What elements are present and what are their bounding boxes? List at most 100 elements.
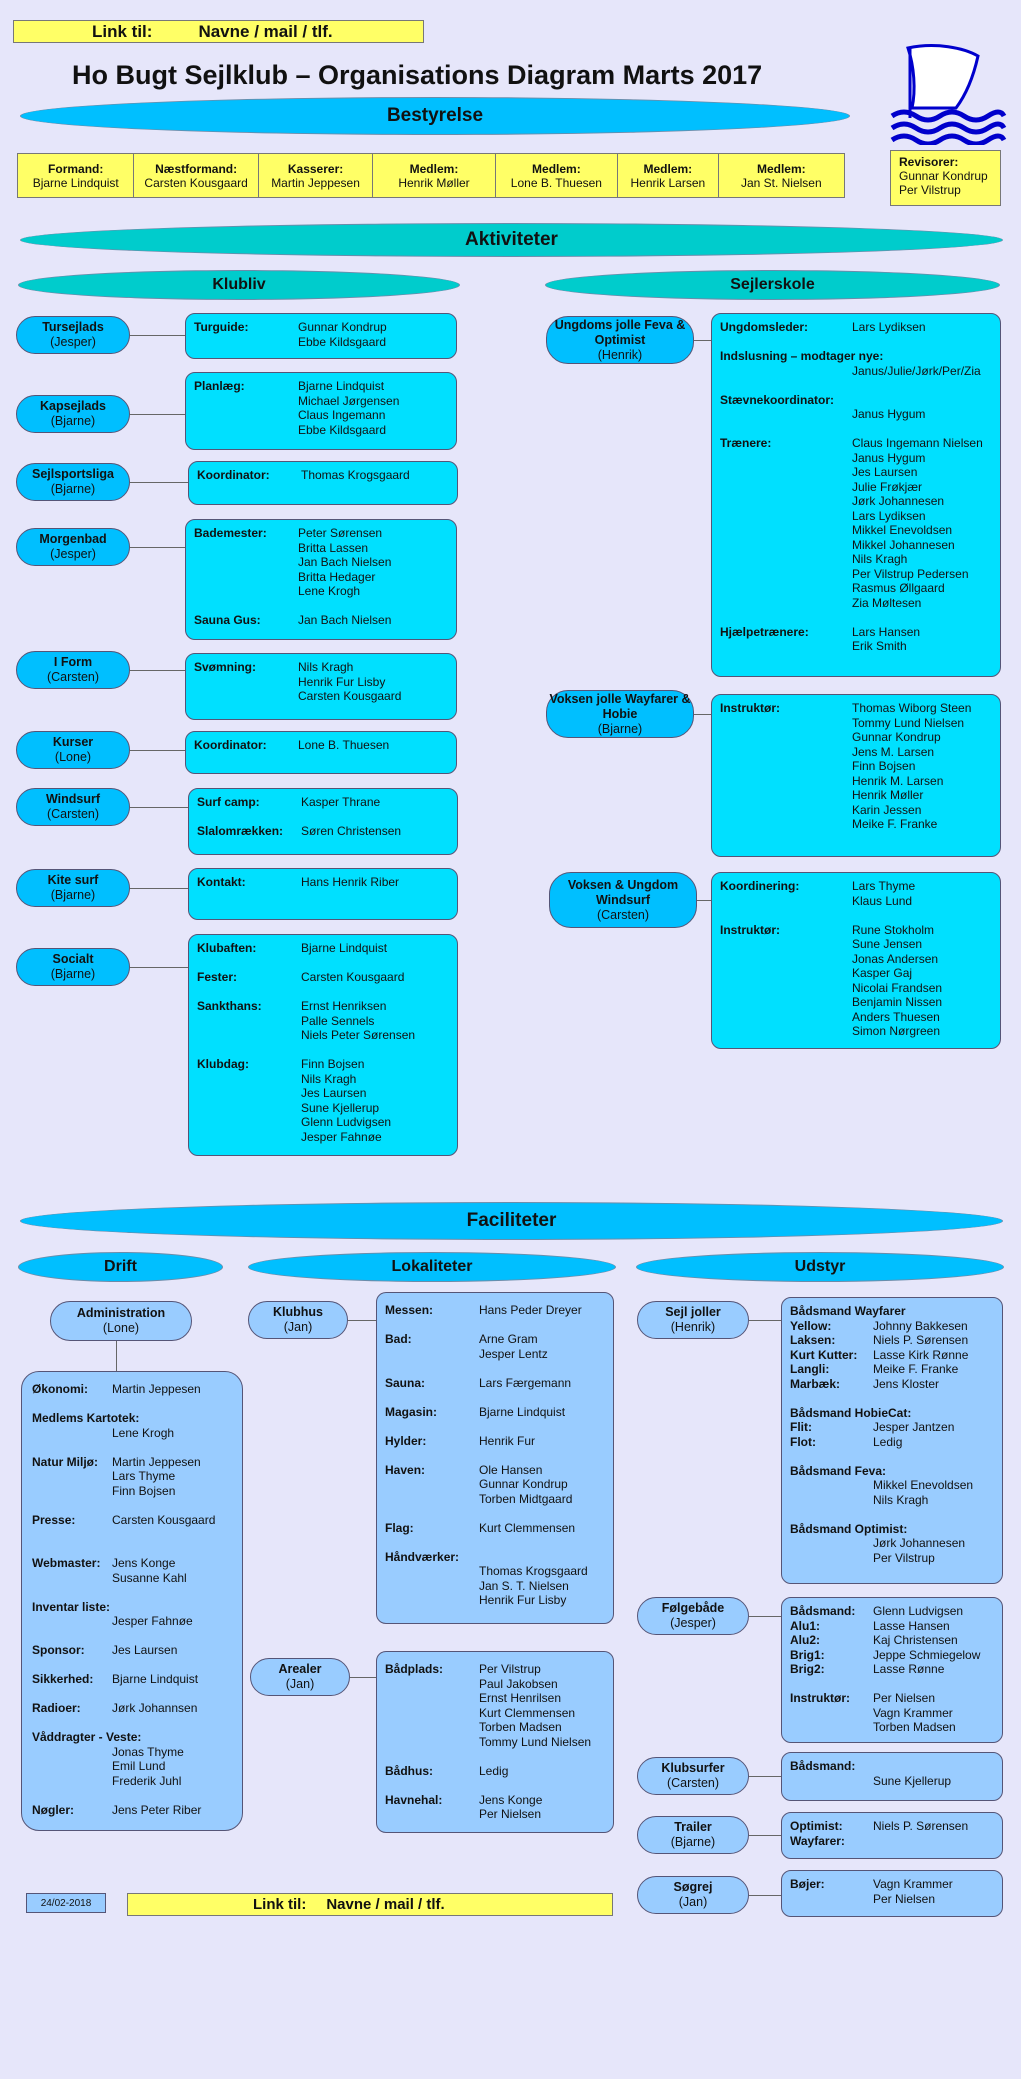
node-leader: (Carsten)	[46, 670, 100, 684]
node-title: Sejlsportsliga	[32, 467, 114, 481]
role-row: Sponsor:Jes Laursen	[32, 1643, 232, 1658]
role-names: Bjarne Lindquist	[479, 1405, 565, 1420]
activity-node[interactable]: Kurser(Lone)	[16, 731, 130, 769]
equipment-value: Vagn Krammer	[873, 1877, 953, 1891]
activity-node[interactable]: I Form(Carsten)	[16, 651, 130, 689]
role-names: Henrik Fur	[479, 1434, 535, 1449]
activity-node[interactable]: Kapsejlads(Bjarne)	[16, 395, 130, 433]
link-bar-top[interactable]: Link til: Navne / mail / tlf.	[13, 20, 424, 43]
node-leader: (Jesper)	[50, 335, 96, 349]
spacer	[32, 1629, 232, 1644]
spacer	[197, 985, 449, 1000]
equipment-value: Jens Kloster	[873, 1376, 940, 1391]
connector-line	[130, 967, 188, 968]
connector-line	[350, 1677, 376, 1678]
equipment-row: Wayfarer:	[790, 1834, 994, 1849]
board-role: Formand:	[48, 161, 104, 176]
role-label: Trænere:	[720, 436, 772, 450]
node-leader: (Bjarne)	[50, 482, 96, 496]
equipment-value: Jeppe Schmiegelow	[873, 1647, 981, 1662]
person-name: Sune Jensen	[852, 937, 923, 951]
lokaliteter-header: Lokaliteter	[248, 1252, 616, 1282]
activity-node[interactable]: Voksen & Ungdom Windsurf(Carsten)	[549, 872, 697, 928]
spacer	[385, 1778, 605, 1793]
equipment-row: Per Nielsen	[790, 1892, 994, 1907]
connector-line	[694, 340, 711, 341]
link-target[interactable]: Navne / mail / tlf.	[198, 21, 333, 41]
activity-node[interactable]: Kite surf(Bjarne)	[16, 869, 130, 907]
activity-node[interactable]: Morgenbad(Jesper)	[16, 528, 130, 566]
equipment-row: Bådsmand:	[790, 1759, 994, 1774]
revisor-name: Per Vilstrup	[899, 183, 961, 197]
spacer	[32, 1397, 232, 1412]
person-name: Susanne Kahl	[112, 1570, 187, 1585]
activity-node[interactable]: Sejlsportsliga(Bjarne)	[16, 463, 130, 501]
connector-line	[130, 750, 185, 751]
role-row: Presse:Carsten Kousgaard	[32, 1513, 232, 1528]
activity-node[interactable]: Voksen jolle Wayfarer & Hobie(Bjarne)	[546, 690, 694, 738]
spacer	[790, 1507, 994, 1522]
role-label: Indslusning – modtager nye:	[720, 349, 884, 363]
activity-node[interactable]: Sejl joller(Henrik)	[637, 1301, 749, 1339]
activity-node[interactable]: Trailer(Bjarne)	[637, 1816, 749, 1854]
node-leader: (Bjarne)	[50, 888, 96, 902]
equipment-row: Optimist:Niels P. Sørensen	[790, 1819, 994, 1834]
activity-node[interactable]: Ungdoms jolle Feva & Optimist(Henrik)	[546, 316, 694, 364]
connector-line	[130, 807, 188, 808]
role-label: Natur Miljø:	[32, 1454, 98, 1469]
board-role: Kasserer:	[287, 161, 344, 176]
equipment-value: Lasse Rønne	[873, 1662, 945, 1676]
equipment-value: Niels P. Sørensen	[873, 1819, 969, 1833]
equipment-row: Bøjer:Vagn Krammer	[790, 1877, 994, 1892]
node-leader: (Lone)	[102, 1321, 140, 1335]
activity-node[interactable]: Følgebåde(Jesper)	[637, 1597, 749, 1635]
activity-node[interactable]: Tursejlads(Jesper)	[16, 316, 130, 354]
person-name: Emil Lund	[112, 1759, 166, 1773]
person-name: Per Nielsen	[479, 1807, 542, 1821]
person-name: Lars Lydiksen	[852, 508, 926, 523]
link-label: Link til:	[92, 21, 153, 41]
activity-node[interactable]: Klubsurfer(Carsten)	[637, 1757, 749, 1795]
spacer	[32, 1440, 232, 1455]
activity-node[interactable]: Klubhus(Jan)	[248, 1301, 348, 1339]
person-name: Rasmus Øllgaard	[852, 581, 945, 595]
node-title: Voksen & Ungdom Windsurf	[567, 877, 679, 907]
role-row: Slalomrækken:Søren Christensen	[197, 824, 449, 839]
person-name: Anders Thuesen	[852, 1009, 940, 1024]
person-name: Lars Thyme	[112, 1469, 176, 1483]
link-bar-bottom[interactable]: Link til: Navne / mail / tlf.	[127, 1893, 613, 1916]
role-names: Janus Hygum	[852, 407, 992, 422]
person-name: Lars Hansen	[852, 624, 921, 639]
activity-node[interactable]: Windsurf(Carsten)	[16, 788, 130, 826]
connector-line	[697, 900, 711, 901]
equipment-value: Jesper Jantzen	[873, 1420, 955, 1434]
person-name: Simon Nørgreen	[852, 1024, 941, 1038]
activity-node[interactable]: Arealer(Jan)	[250, 1658, 350, 1696]
role-label: Haven:	[385, 1462, 426, 1477]
role-names: Bjarne Lindquist	[112, 1672, 198, 1687]
person-name: Jes Laursen	[112, 1643, 178, 1657]
equipment-value: Kaj Christensen	[873, 1633, 958, 1647]
person-name: Ernst Henrilsen	[479, 1691, 562, 1705]
activity-node[interactable]: Socialt(Bjarne)	[16, 948, 130, 986]
role-row: Hylder:Henrik Fur	[385, 1434, 605, 1449]
administration-node[interactable]: Administration (Lone)	[50, 1301, 192, 1341]
person-name: Janus Hygum	[852, 450, 926, 465]
board-name: Bjarne Lindquist	[32, 175, 119, 190]
role-label: Bademester:	[194, 526, 267, 540]
activity-node[interactable]: Søgrej(Jan)	[637, 1876, 749, 1914]
link-target[interactable]: Navne / mail / tlf.	[326, 1896, 445, 1913]
spacer	[32, 1542, 232, 1557]
